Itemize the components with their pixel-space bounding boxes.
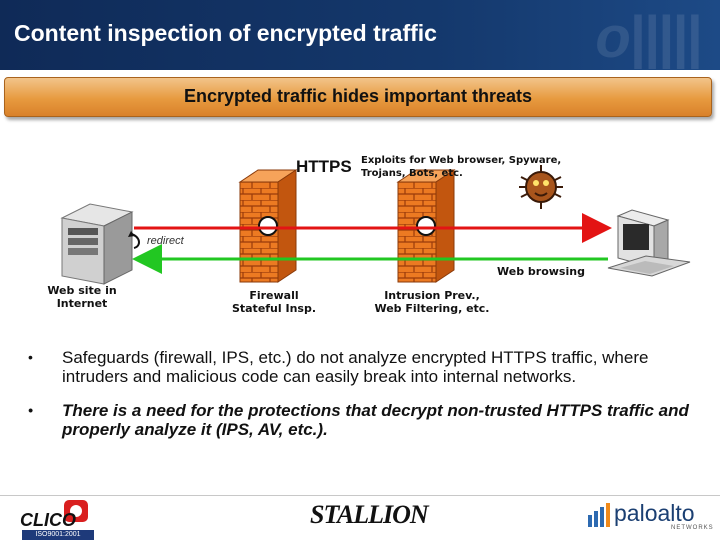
ips-label-line-1: Intrusion Prev., [384,289,480,302]
slide-header: o||||| Content inspection of encrypted t… [0,0,720,70]
ips-label-line-2: Web Filtering, etc. [374,302,490,315]
server-icon [60,203,134,285]
paloalto-logo-text: paloalto [614,500,695,526]
iso-certification: ISO9001:2001 [22,530,94,540]
ips-firewall-icon [396,169,456,283]
bullet-marker: • [28,349,33,365]
bullet-list: • Safeguards (firewall, IPS, etc.) do no… [28,348,698,439]
server-label-line-1: Web site in [47,284,117,297]
exploits-label: Exploits for Web browser, Spyware, Troja… [361,154,561,180]
threat-banner: Encrypted traffic hides important threat… [4,77,712,117]
bullet-item: • Safeguards (firewall, IPS, etc.) do no… [28,348,698,386]
slide-title: Content inspection of encrypted traffic [14,20,437,46]
paloalto-bars-icon [588,503,610,527]
firewall-icon [238,169,298,283]
clico-logo: CLICO [20,500,88,530]
banner-text: Encrypted traffic hides important threat… [183,86,533,106]
server-label-line-2: Internet [56,297,108,310]
web-browsing-label: Web browsing [497,265,585,278]
firewall-label-line-1: Firewall [249,289,299,302]
paloalto-logo-sub: NETWORKS [671,525,714,531]
bullet-text: There is a need for the protections that… [62,401,689,439]
firewall-label: Firewall Stateful Insp. [222,289,326,315]
malware-bug-icon [519,165,563,209]
client-computer-icon [607,209,691,277]
bullet-item: • There is a need for the protections th… [28,401,698,439]
bullet-text: Safeguards (firewall, IPS, etc.) do not … [62,348,649,386]
firewall-label-line-2: Stateful Insp. [231,302,317,315]
header-decoration: o||||| [595,5,702,70]
redirect-label: redirect [147,235,184,247]
network-diagram [60,165,691,285]
server-label: Web site in Internet [40,284,124,310]
bullet-marker: • [28,402,33,418]
exploits-line-2: Trojans, Bots, etc. [361,168,463,179]
footer-divider [0,495,720,496]
ips-label: Intrusion Prev., Web Filtering, etc. [366,289,498,315]
stallion-logo: STALLION [310,500,429,529]
https-label: HTTPS [296,157,352,176]
paloalto-logo: paloalto NETWORKS [586,499,716,533]
exploits-line-1: Exploits for Web browser, Spyware, [361,155,562,166]
clico-logo-text: CLICO [20,510,76,530]
